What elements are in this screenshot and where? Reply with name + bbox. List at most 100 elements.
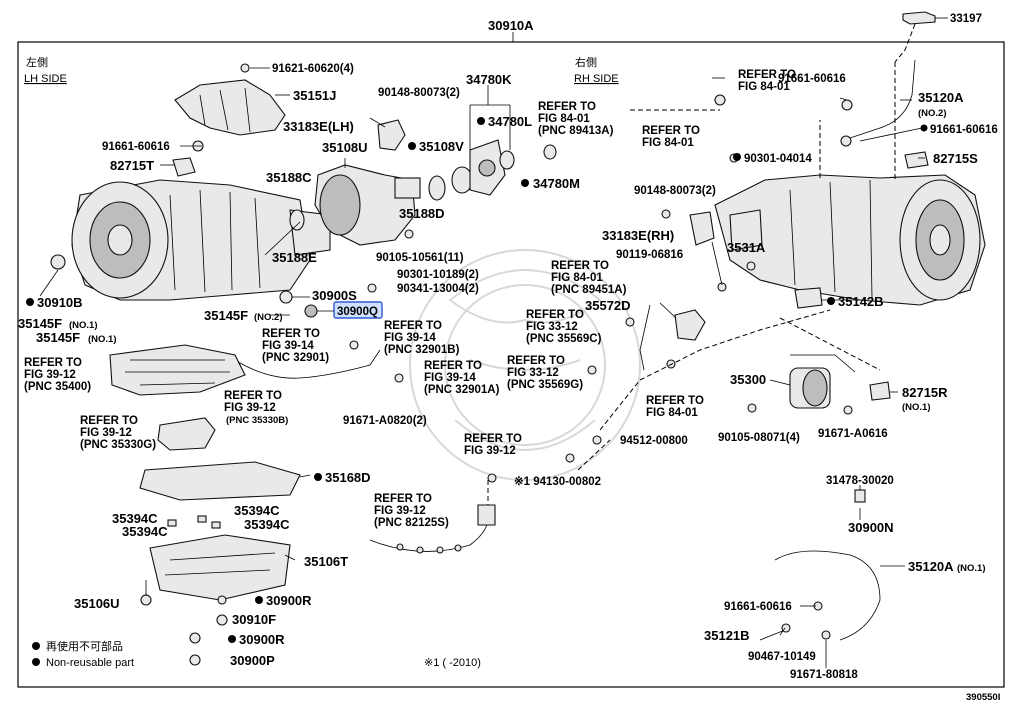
rh-transmission-illustration[interactable] (714, 174, 986, 306)
refer-lh3-fig[interactable]: FIG 39-14 (424, 372, 476, 384)
bolt-32901a[interactable] (394, 373, 404, 383)
refer-r1[interactable]: REFER TO (538, 101, 596, 113)
label-35142b[interactable]: 35142B (838, 294, 884, 309)
lh-transmission-illustration[interactable] (71, 179, 331, 301)
magnet-35394c-c[interactable] (211, 521, 221, 529)
refer-r6[interactable]: REFER TO (507, 355, 565, 367)
label-35145f-a[interactable]: 35145F (18, 316, 62, 331)
refer-lh2[interactable]: REFER TO (384, 320, 442, 332)
refer-lh5-fig[interactable]: FIG 39-12 (224, 402, 276, 414)
label-91671c[interactable]: 91671-80818 (790, 669, 858, 681)
label-31478[interactable]: 31478-30020 (826, 475, 894, 487)
bracket-82715s[interactable] (904, 151, 929, 169)
oil-cooler-hose-35120a-no1[interactable] (774, 550, 881, 641)
flange-34780k[interactable] (469, 139, 506, 196)
bolt-90341[interactable] (367, 283, 377, 293)
refer-lh3[interactable]: REFER TO (424, 360, 482, 372)
refer-r3[interactable]: REFER TO (738, 69, 796, 81)
refer-c2-fig[interactable]: FIG 39-12 (374, 505, 426, 517)
gasket-30900r-a[interactable] (217, 595, 227, 605)
label-35572d[interactable]: 35572D (585, 298, 631, 313)
gasket-30900r-b[interactable] (189, 632, 201, 644)
union-31478[interactable] (854, 489, 866, 503)
bracket-33183e-lh[interactable] (377, 119, 406, 151)
refer-lh6-fig[interactable]: FIG 39-12 (80, 427, 132, 439)
label-30900n[interactable]: 30900N (848, 520, 894, 535)
refer-r4-pnc[interactable]: (PNC 89451A) (551, 284, 627, 296)
refer-r5-fig[interactable]: FIG 33-12 (526, 321, 578, 333)
label-91661b[interactable]: 91661-60616 (778, 73, 846, 85)
label-90467[interactable]: 90467-10149 (748, 651, 816, 663)
label-30900r-b[interactable]: 30900R (239, 632, 285, 647)
label-82715r[interactable]: 82715R (902, 385, 948, 400)
label-35145f-b[interactable]: 35145F (204, 308, 248, 323)
bolt-35569c[interactable] (625, 317, 635, 327)
bolt-94130[interactable] (565, 453, 575, 463)
refer-lh4-pnc[interactable]: (PNC 35400) (24, 381, 91, 393)
refer-c2[interactable]: REFER TO (374, 493, 432, 505)
label-90301b[interactable]: 90301-04014 (744, 153, 812, 165)
label-34780m[interactable]: 34780M (533, 176, 580, 191)
label-35120a-no1[interactable]: 35120A (908, 559, 954, 574)
magnet-35394c-b[interactable] (197, 515, 207, 523)
refer-r4-fig[interactable]: FIG 84-01 (551, 272, 603, 284)
refer-r6-fig[interactable]: FIG 33-12 (507, 367, 559, 379)
label-91621[interactable]: 91621-60620(4) (272, 63, 354, 75)
label-35168d[interactable]: 35168D (325, 470, 371, 485)
plug-30910f[interactable] (216, 614, 228, 626)
label-34780l[interactable]: 34780L (488, 114, 532, 129)
label-33197[interactable]: 33197 (950, 13, 982, 25)
bolt-94512[interactable] (592, 435, 602, 445)
clamp-91671b[interactable] (843, 405, 853, 415)
refer-r1-fig[interactable]: FIG 84-01 (538, 113, 590, 125)
label-90119[interactable]: 90119-06816 (616, 249, 683, 261)
label-30900p[interactable]: 30900P (230, 653, 275, 668)
label-35121b[interactable]: 35121B (704, 628, 750, 643)
refer-c2-pnc[interactable]: (PNC 82125S) (374, 517, 449, 529)
refer-lh2-pnc[interactable]: (PNC 32901B) (384, 344, 460, 356)
bolt-35569g[interactable] (587, 365, 597, 375)
refer-lh1-pnc[interactable]: (PNC 32901) (262, 352, 329, 364)
magnet-35394c-a[interactable] (167, 519, 177, 527)
part-33197[interactable] (894, 11, 948, 63)
label-90148b[interactable]: 90148-80073(2) (634, 185, 716, 197)
refer-lh4[interactable]: REFER TO (24, 357, 82, 369)
refer-r7[interactable]: REFER TO (646, 395, 704, 407)
bracket-82715r[interactable] (869, 381, 891, 401)
seal-35108v[interactable] (451, 166, 473, 194)
plug-35106u[interactable] (140, 594, 152, 606)
refer-r6-pnc[interactable]: (PNC 35569G) (507, 379, 583, 391)
bolt-90105a[interactable] (404, 229, 414, 239)
refer-r2-fig[interactable]: FIG 84-01 (642, 137, 694, 149)
label-35394c-c[interactable]: 35394C (244, 517, 290, 532)
refer-c1[interactable]: REFER TO (464, 433, 522, 445)
refer-lh6[interactable]: REFER TO (80, 415, 138, 427)
label-30900s[interactable]: 30900S (312, 288, 357, 303)
refer-r4[interactable]: REFER TO (551, 260, 609, 272)
label-35300[interactable]: 35300 (730, 372, 766, 387)
clamp-91671c[interactable] (821, 630, 831, 640)
bolt-32901b[interactable] (349, 340, 359, 350)
label-35106t[interactable]: 35106T (304, 554, 348, 569)
connector-35142b[interactable] (794, 287, 823, 309)
seal-35188d[interactable] (428, 175, 446, 201)
label-34780k[interactable]: 34780K (466, 72, 512, 87)
heat-shield-35151j[interactable] (174, 79, 286, 136)
label-35394c-a[interactable]: 35394C (112, 511, 158, 526)
refer-r1-pnc[interactable]: (PNC 89413A) (538, 125, 614, 137)
extension-housing-35108u[interactable] (314, 164, 421, 246)
valve-body-35400[interactable] (109, 344, 246, 396)
bracket-33183e-rh[interactable] (689, 211, 715, 246)
label-94512[interactable]: 94512-00800 (620, 435, 688, 447)
label-35188c[interactable]: 35188C (266, 170, 312, 185)
oil-pan-35106t[interactable] (149, 534, 291, 601)
o-ring-30900q[interactable] (304, 304, 318, 318)
refer-lh1-fig[interactable]: FIG 39-14 (262, 340, 314, 352)
label-30900q[interactable]: 30900Q (337, 306, 378, 318)
sensor-3531a[interactable] (746, 261, 756, 271)
label-30900r-a[interactable]: 30900R (266, 593, 312, 608)
label-30910f[interactable]: 30910F (232, 612, 276, 627)
label-91661a[interactable]: 91661-60616 (102, 141, 170, 153)
label-90341[interactable]: 90341-13004(2) (397, 283, 479, 295)
gasket-35168d[interactable] (139, 461, 301, 501)
